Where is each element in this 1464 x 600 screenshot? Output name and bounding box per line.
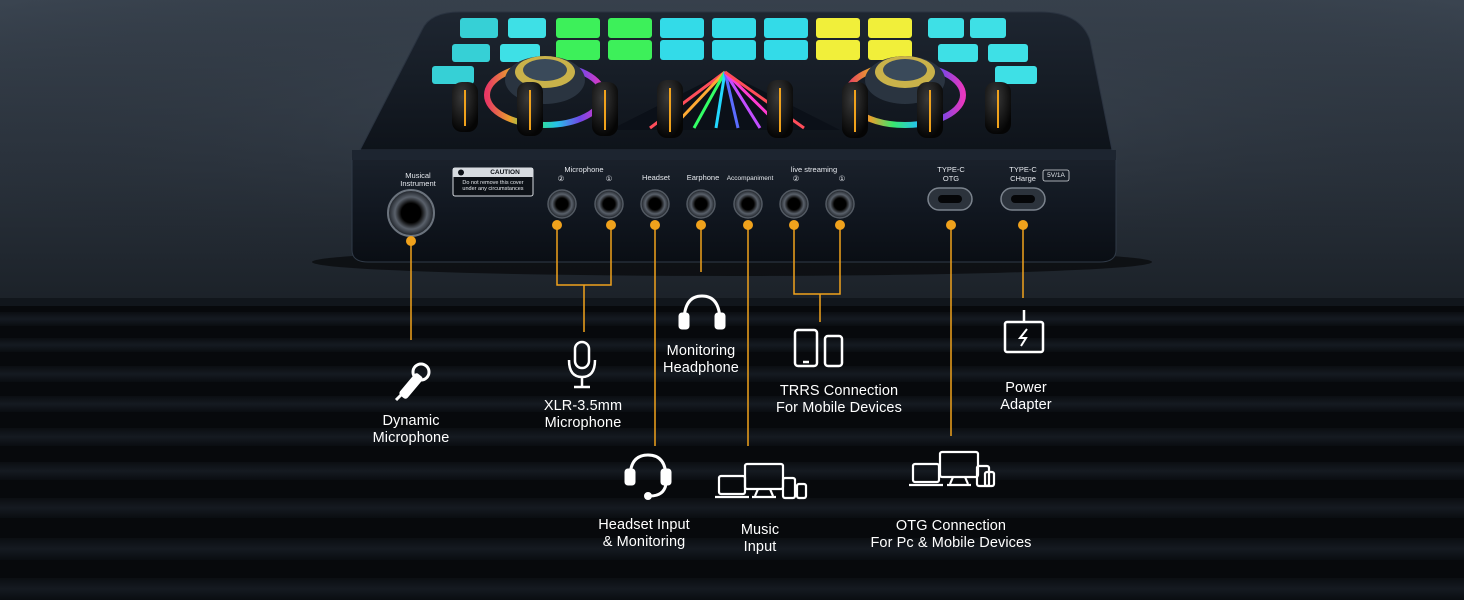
power-rating-box	[1042, 169, 1070, 182]
mic-2-label: ②	[557, 174, 565, 183]
typec-charge-label-2: CHarge	[1010, 174, 1036, 183]
phone-tablet-icon	[793, 328, 844, 368]
typec-otg-label-1: TYPE-C	[937, 165, 965, 174]
typec-charge-label-1: TYPE-C	[1009, 165, 1037, 174]
control-knobs	[452, 80, 1011, 138]
sound-card-device	[351, 11, 1117, 263]
headset-icon	[624, 453, 672, 500]
power-adapter-icon	[1003, 310, 1045, 354]
callout-lines	[410, 225, 1024, 446]
condenser-mic-icon	[567, 340, 597, 389]
callout-monitoring-headphone: Monitoring Headphone	[663, 343, 739, 376]
live-2-label: ②	[792, 174, 800, 183]
callout-otg-connection: OTG Connection For Pc & Mobile Devices	[870, 518, 1032, 551]
callout-dynamic-microphone: Dynamic Microphone	[372, 413, 450, 446]
live-1-label: ①	[838, 174, 846, 183]
callout-headset-input: Headset Input & Monitoring	[598, 517, 690, 550]
pad-buttons	[432, 18, 1037, 84]
typec-otg-label-2: OTG	[942, 174, 960, 183]
multi-device-icon	[715, 462, 808, 500]
callout-power-adapter: Power Adapter	[1000, 380, 1052, 413]
caution-title: CAUTION	[490, 169, 520, 176]
power-rating-label: 5V/1A	[1047, 172, 1065, 179]
caution-text: Do not remove this cover under any circu…	[462, 180, 524, 192]
mic-1-label: ①	[605, 174, 613, 183]
microphone-icon	[394, 362, 431, 402]
microphone-label: Microphone	[564, 165, 604, 174]
background-stripes	[0, 312, 1464, 600]
headset-label: Headset	[642, 173, 670, 182]
earphone-label: Earphone	[686, 173, 720, 182]
callout-music-input: Music Input	[740, 522, 780, 555]
multi-device-icon-2	[909, 450, 996, 488]
caution-sticker	[452, 167, 534, 197]
table-edge	[0, 298, 1464, 306]
headphone-icon	[678, 294, 726, 330]
accompaniment-label: Accompaniment	[726, 175, 774, 182]
callout-trrs-connection: TRRS Connection For Mobile Devices	[776, 383, 902, 416]
live-streaming-label: live streaming	[790, 165, 838, 174]
rear-panel	[351, 157, 1117, 263]
callout-dots	[406, 220, 1028, 246]
callout-xlr-microphone: XLR-3.5mm Microphone	[543, 398, 623, 431]
musical-instrument-label: Musical Instrument	[400, 171, 436, 188]
